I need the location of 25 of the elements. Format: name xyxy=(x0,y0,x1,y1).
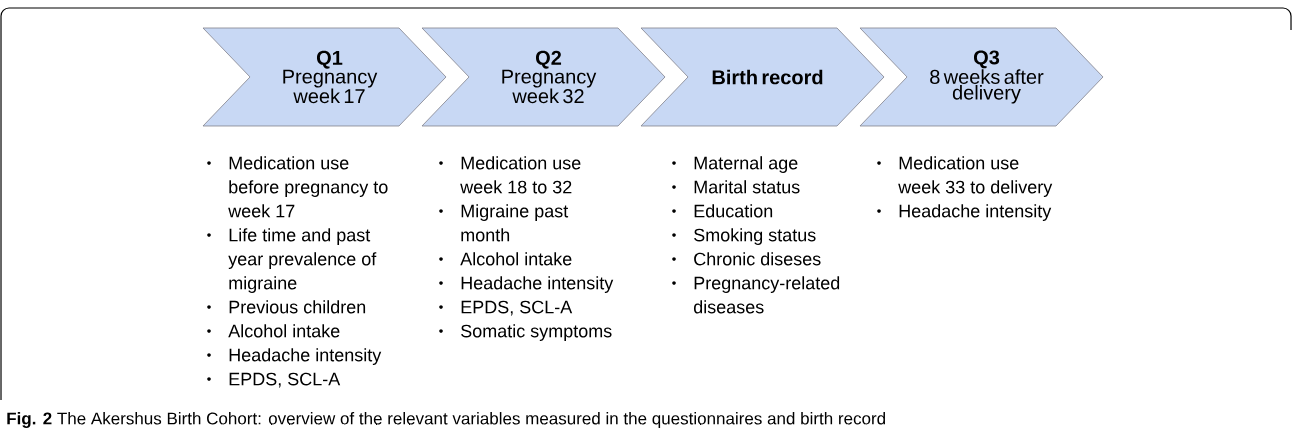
bullet-item: Education xyxy=(672,204,773,218)
bullet-item: Alcohol intake xyxy=(207,324,340,338)
chevron-step: Q1 Pregnancy week 17 xyxy=(202,27,447,127)
chevron-step: Q3 8 weeks after delivery xyxy=(859,27,1104,127)
bullet-item: Somatic symptoms xyxy=(439,324,612,341)
bullet-item: Migraine past month xyxy=(439,204,569,242)
bullet-item: Headache intensity xyxy=(877,204,1052,221)
bullet-item: EPDS, SCL-A xyxy=(439,300,573,316)
chevron-step: Birth record xyxy=(640,27,885,127)
bullet-item: Marital status xyxy=(672,180,800,194)
bullet-item: Alcohol intake xyxy=(439,252,572,266)
bullet-item: Pregnancy-related diseases xyxy=(672,276,840,314)
bullet-item: Previous children xyxy=(207,300,366,314)
bullet-item: Life time and past year prevalence of migraine xyxy=(207,228,377,293)
bullet-item: Maternal age xyxy=(672,156,798,173)
bullet-item: Headache intensity xyxy=(207,348,382,365)
bullet-item: Chronic diseses xyxy=(672,252,821,266)
caption: Fig. 2 The Akershus Birth Cohort: overview of the relevant variables measured in the questionnaires and birth record xyxy=(7,412,885,428)
bullet-item: Medication use week 33 to delivery xyxy=(877,156,1053,197)
bullet-item: Headache intensity xyxy=(439,276,614,293)
chevron-step: Q2 Pregnancy week 32 xyxy=(421,27,666,127)
bullet-item: EPDS, SCL-A xyxy=(207,372,341,388)
bullet-item: Medication use before pregnancy to week 17 xyxy=(207,156,388,218)
bullet-item: Medication use week 18 to 32 xyxy=(439,156,581,194)
bullet-item: Smoking status xyxy=(672,228,816,245)
